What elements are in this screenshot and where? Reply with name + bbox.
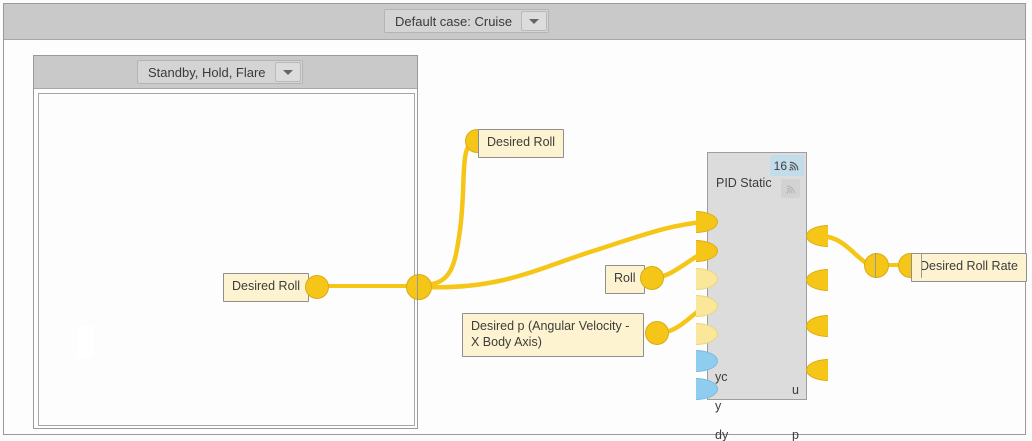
boundary-line-right-b xyxy=(921,253,922,278)
pid-block-title: PID Static xyxy=(716,176,772,190)
boundary-line-left xyxy=(417,274,418,300)
sub-window-canvas xyxy=(38,93,415,426)
signal-label-desired-p[interactable]: Desired p (Angular Velocity - X Body Axi… xyxy=(462,313,644,358)
pid-secondary-badge[interactable] xyxy=(781,179,800,198)
case-selector-label: Default case: Cruise xyxy=(395,13,513,29)
mode-selector-dropdown[interactable]: Standby, Hold, Flare xyxy=(137,60,303,84)
signal-label-desired-roll-rate[interactable]: Desired Roll Rate xyxy=(911,253,1027,282)
signal-label-desired-roll-left[interactable]: Desired Roll xyxy=(223,273,310,302)
pin-label-yc: yc xyxy=(715,370,728,384)
sub-window xyxy=(33,55,418,429)
port-desired-p[interactable] xyxy=(645,321,669,345)
ghost-placeholder xyxy=(77,326,93,358)
pin-label-u: u xyxy=(792,383,799,397)
pin-label-dy: dy xyxy=(715,428,729,441)
signal-label-desired-roll-top[interactable]: Desired Roll xyxy=(478,129,565,158)
boundary-line-right-a xyxy=(875,253,876,278)
signal-icon xyxy=(789,161,799,171)
port-desired-roll-left[interactable] xyxy=(305,275,329,299)
chevron-down-icon[interactable] xyxy=(274,62,301,82)
pin-label-y: y xyxy=(715,399,722,413)
chevron-down-icon[interactable] xyxy=(521,11,548,31)
pid-badge[interactable]: 16 xyxy=(769,155,804,176)
pid-static-block[interactable]: PID Static 16 xyxy=(707,152,807,441)
pin-label-p: p xyxy=(792,428,799,441)
pid-badge-count: 16 xyxy=(773,158,787,173)
case-selector-dropdown[interactable]: Default case: Cruise xyxy=(384,9,550,33)
mode-selector-label: Standby, Hold, Flare xyxy=(148,64,266,80)
port-junction-boundary[interactable] xyxy=(406,274,432,300)
signal-icon xyxy=(785,185,795,194)
port-roll[interactable] xyxy=(640,266,664,290)
port-junction-right[interactable] xyxy=(864,253,889,278)
signal-label-roll[interactable]: Roll xyxy=(605,265,645,294)
